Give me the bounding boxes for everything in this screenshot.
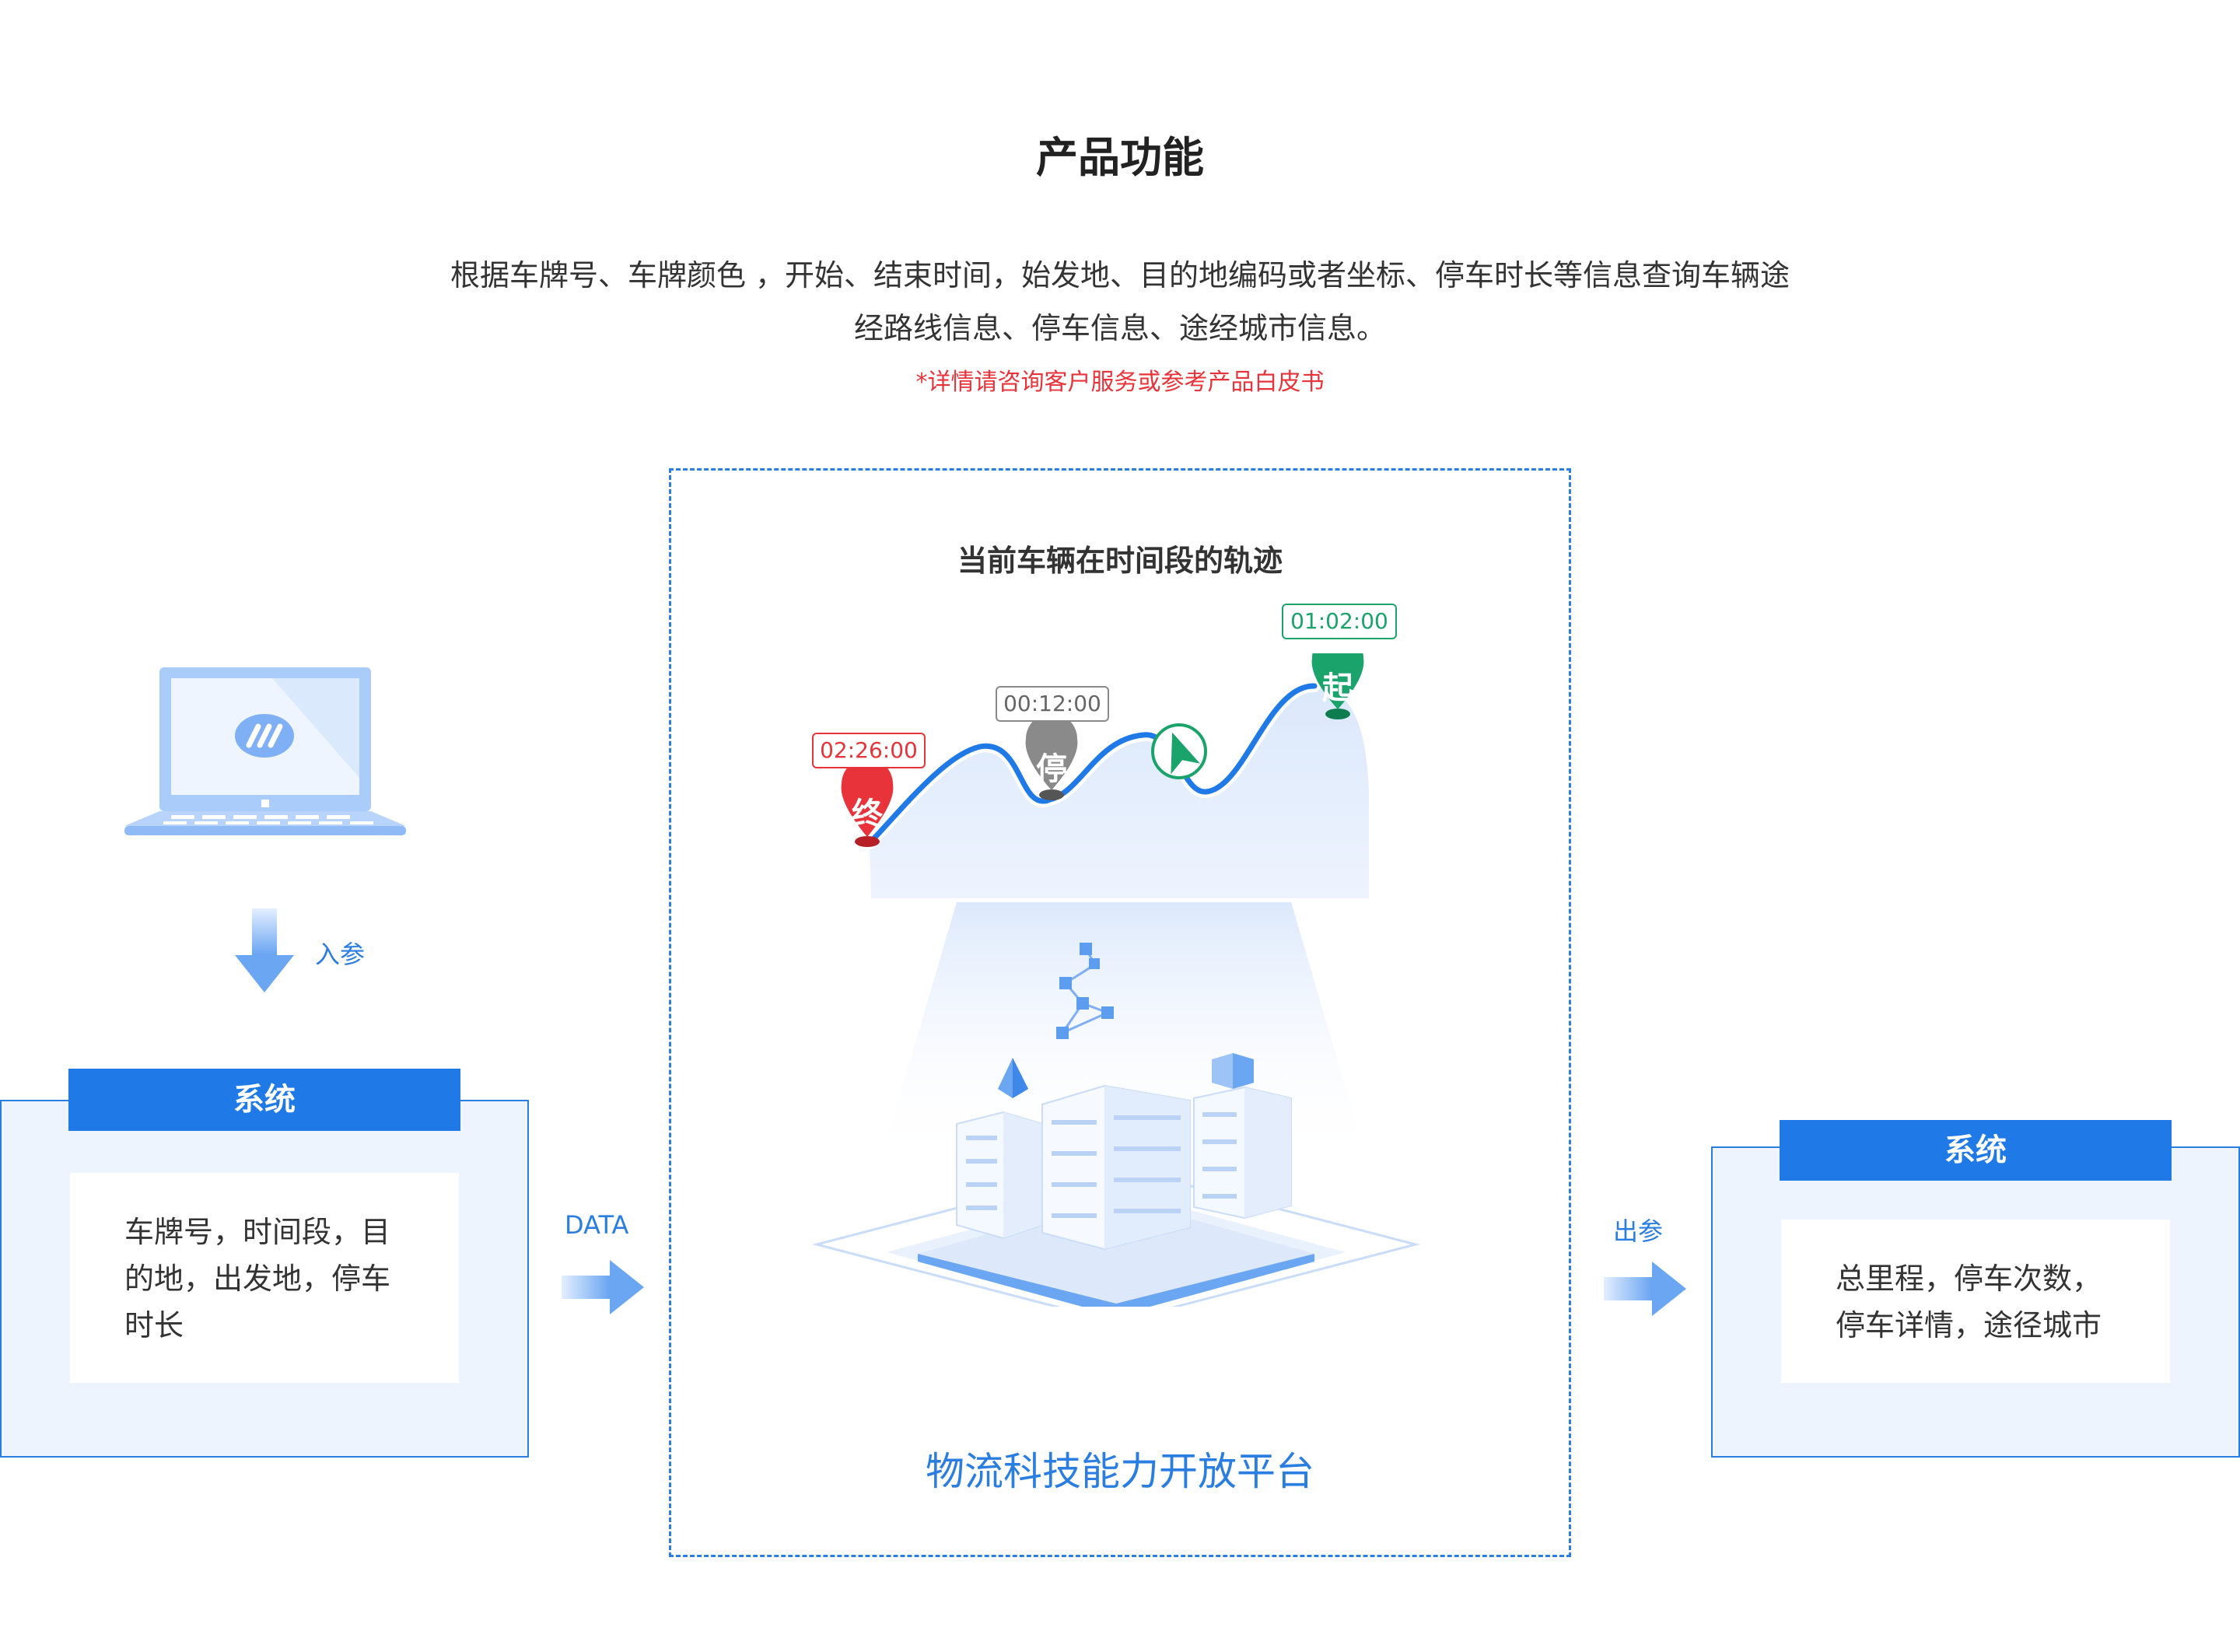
data-arrow-icon bbox=[562, 1260, 644, 1314]
output-arrow-icon bbox=[1604, 1262, 1686, 1316]
end-pin-label: 终 bbox=[852, 796, 883, 832]
stop-pin-label: 停 bbox=[1036, 751, 1067, 787]
whitepaper-note: *详情请咨询客户服务或参考产品白皮书 bbox=[915, 369, 1325, 396]
data-label: DATA bbox=[565, 1210, 629, 1240]
right-panel-line-2: 停车详情，途径城市 bbox=[1836, 1308, 2102, 1342]
input-arrow-icon bbox=[235, 908, 294, 992]
trajectory-illustration bbox=[812, 653, 1420, 1307]
laptop-icon bbox=[124, 667, 406, 835]
map-title: 当前车辆在时间段的轨迹 bbox=[957, 544, 1283, 578]
stop-pin-icon bbox=[1025, 713, 1078, 790]
left-panel-line-2: 的地，出发地，停车 bbox=[124, 1262, 391, 1296]
page-title: 产品功能 bbox=[1036, 133, 1204, 182]
description-line-1: 根据车牌号、车牌颜色 ，开始、结束时间，始发地、目的地编码或者坐标、停车时长等信… bbox=[450, 258, 1790, 292]
start-pin-icon bbox=[1311, 653, 1364, 709]
product-description: 根据车牌号、车牌颜色 ，开始、结束时间，始发地、目的地编码或者坐标、停车时长等信… bbox=[389, 249, 1851, 355]
description-line-2: 经路线信息、停车信息、途经城市信息。 bbox=[853, 311, 1386, 345]
output-params-label: 出参 bbox=[1613, 1216, 1664, 1246]
platform-title: 物流科技能力开放平台 bbox=[926, 1449, 1314, 1494]
navigation-arrow-icon bbox=[1171, 732, 1201, 775]
start-time-tag: 01:02:00 bbox=[1282, 604, 1397, 639]
platform-dashed-frame bbox=[669, 468, 1571, 1557]
end-pin-icon bbox=[841, 758, 894, 837]
left-panel-line-3: 时长 bbox=[124, 1308, 184, 1342]
left-panel-line-1: 车牌号，时间段，目 bbox=[124, 1215, 391, 1249]
right-panel-line-1: 总里程，停车次数， bbox=[1836, 1262, 2102, 1296]
right-panel-card: 总里程，停车次数， 停车详情，途径城市 bbox=[1781, 1220, 2170, 1383]
left-panel-card: 车牌号，时间段，目 的地，出发地，停车 时长 bbox=[70, 1173, 459, 1383]
right-panel-header: 系统 bbox=[1780, 1120, 2172, 1181]
stop-time-tag: 00:12:00 bbox=[996, 686, 1109, 722]
end-time-tag: 02:26:00 bbox=[812, 733, 926, 768]
start-pin-label: 起 bbox=[1322, 670, 1353, 706]
input-params-label: 入参 bbox=[315, 940, 366, 969]
left-panel-header: 系统 bbox=[68, 1069, 460, 1131]
